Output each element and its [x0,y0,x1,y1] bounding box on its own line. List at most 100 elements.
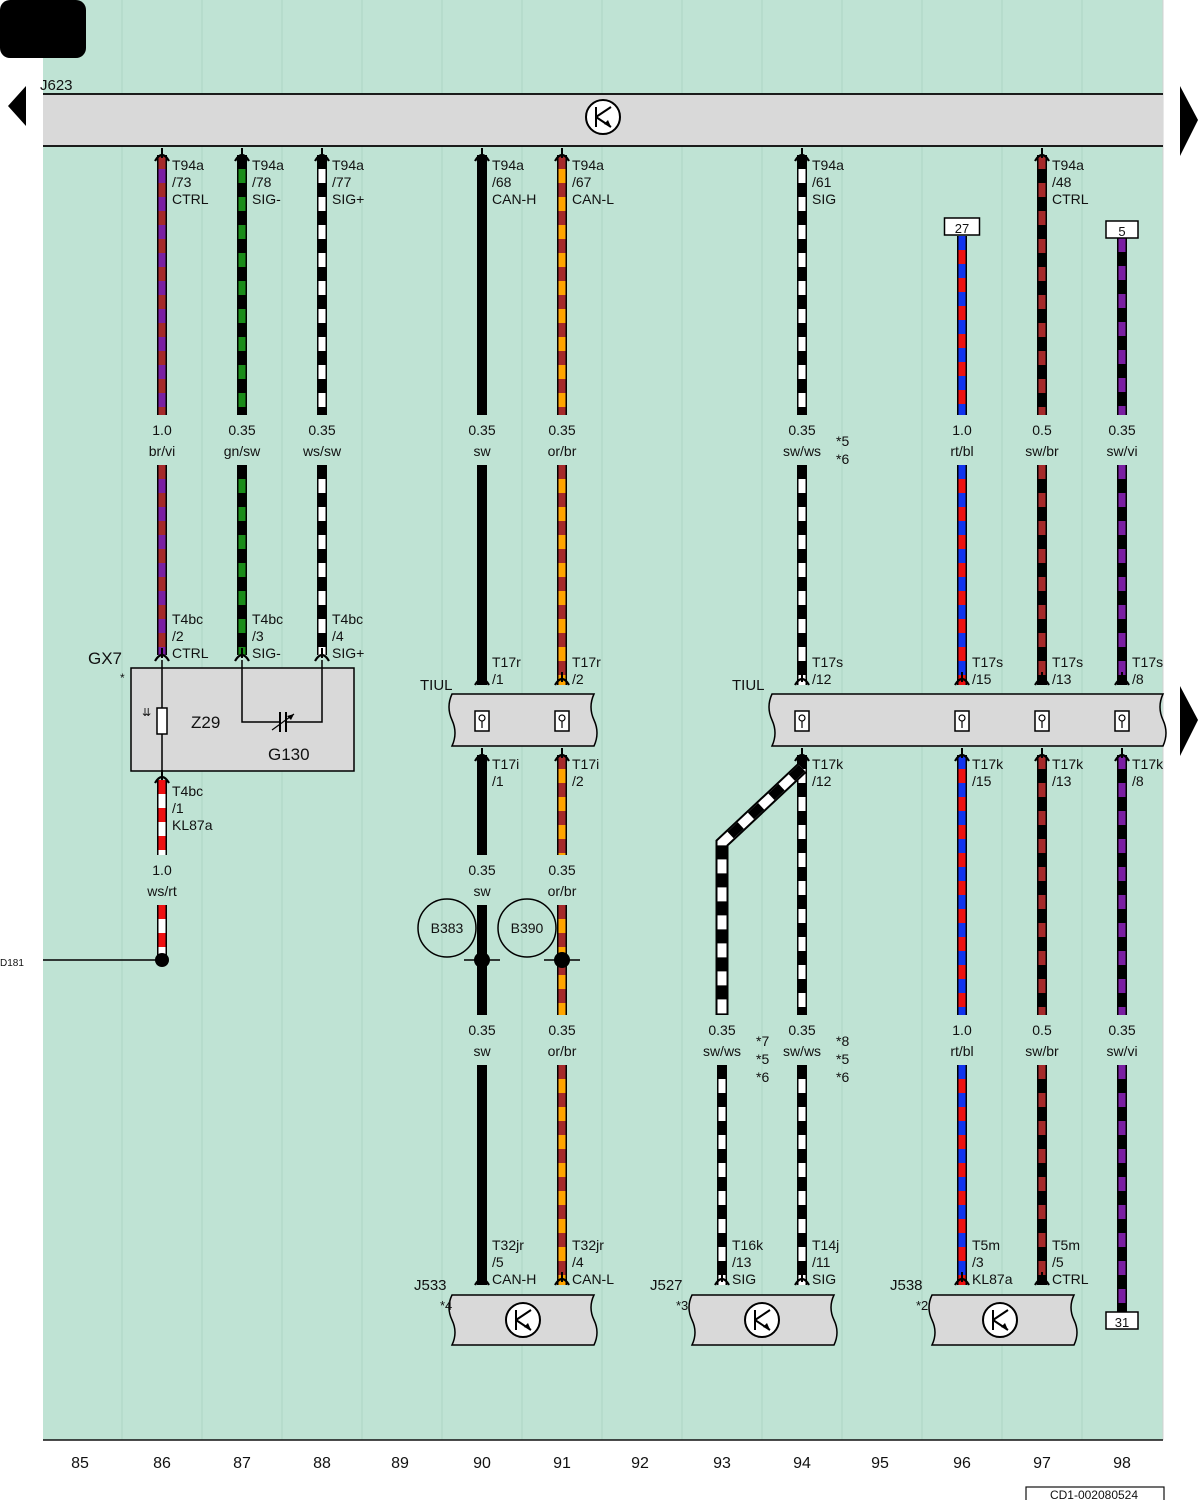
pin-label: T4bc [252,611,283,627]
column-number: 98 [1113,1455,1131,1472]
pin-label: T94a [492,157,524,173]
z29-resistor [156,707,168,735]
wire-size: 0.35 [548,422,575,438]
wire-size: 1.0 [152,422,172,438]
wire-color: sw/vi [1106,1043,1137,1059]
wire-size: 1.0 [152,862,172,878]
pin-label: T17s [1132,654,1163,670]
wire-color: rt/bl [950,443,973,459]
j623-ecu-symbol [585,99,621,135]
j538-ecu-symbol [982,1302,1018,1338]
pin-label: T17k [812,756,844,772]
j533-note: *4 [440,1298,452,1313]
pin-label: /2 [572,671,584,687]
terminal-27-box [943,217,981,236]
j527-label: J527 [650,1277,683,1294]
pin-label: /8 [1132,773,1144,789]
pin-label: /68 [492,174,512,190]
pin-label: T16k [732,1237,764,1253]
splice-junction [554,952,570,968]
wire-size: 0.35 [228,422,255,438]
pin-label: T94a [812,157,844,173]
pin-label: /4 [572,1254,584,1270]
wire-size: 0.35 [1108,422,1135,438]
pin-label: SIG [812,1271,836,1287]
pin-label: T4bc [172,611,203,627]
pin-label: /73 [172,174,192,190]
wire-color: sw [473,1043,491,1059]
pin-label: SIG- [252,645,281,661]
wire-size: 0.5 [1032,1022,1052,1038]
footnote: *6 [756,1069,769,1085]
j533-ecu-symbol-base [515,1309,532,1321]
pin-label: /3 [972,1254,984,1270]
pin-label: /78 [252,174,272,190]
terminal-27-label: 27 [955,221,969,236]
column-number: 93 [713,1455,731,1472]
pin-label: T94a [572,157,604,173]
column-number: 88 [313,1455,331,1472]
wire-color: sw/ws [783,443,821,459]
splice-circle [417,898,477,958]
pin-label: T14j [812,1237,839,1253]
wire-color: rt/bl [950,1043,973,1059]
pin-label: SIG- [252,191,281,207]
pin-label: /13 [1052,671,1072,687]
pin-label: /12 [812,773,832,789]
splice-b383-label: B383 [431,920,464,936]
pin-label: T94a [252,157,284,173]
pin-label: /15 [972,773,992,789]
pin-label: /2 [172,628,184,644]
pin-label: T17k [972,756,1004,772]
g130-lead-right [296,660,323,723]
pin-label: SIG [732,1271,756,1287]
pin-label: /15 [972,671,992,687]
pin-label: T94a [172,157,204,173]
wire-size: 0.35 [788,1022,815,1038]
j527-ecu-symbol-base [754,1309,771,1321]
pin-label: T17k [1132,756,1164,772]
pin-label: /5 [1052,1254,1064,1270]
j623-ecu-symbol-base [595,106,612,118]
j527-ecu-symbol-arrow [763,1323,770,1330]
pin-label: /48 [1052,174,1072,190]
wire-size: 1.0 [952,1022,972,1038]
pin-label: /12 [812,671,832,687]
pin-label: CAN-H [492,1271,536,1287]
pin-label: T17i [572,756,599,772]
pin-label: T17s [812,654,843,670]
pin-label: /4 [332,628,344,644]
footnote: *6 [836,451,849,467]
pin-label: KL87a [972,1271,1013,1287]
wire-size: 0.35 [788,422,815,438]
column-number: 89 [391,1455,409,1472]
wire-color: sw [473,443,491,459]
pin-label: /5 [492,1254,504,1270]
j527-note: *3 [676,1298,688,1313]
g130-adjust-arrow [287,714,294,720]
pin-label: CAN-H [492,191,536,207]
arrow-left-icon [8,86,26,126]
wire-color: or/br [548,443,577,459]
wire-color: or/br [548,1043,577,1059]
pin-label: T32jr [492,1237,524,1253]
drawing-code-box [1025,1486,1165,1500]
j538-ecu-symbol-arrow [1001,1323,1008,1330]
footnote: *5 [756,1051,769,1067]
corner-tab [0,0,86,58]
wire-size: 0.35 [308,422,335,438]
j533-ecu-symbol [505,1302,541,1338]
terminal-5-label: 5 [1118,224,1125,239]
pin-label: T5m [1052,1237,1080,1253]
column-number: 95 [871,1455,889,1472]
pin-label: T5m [972,1237,1000,1253]
column-number: 85 [71,1455,89,1472]
g130-label: G130 [268,745,310,764]
column-number: 90 [473,1455,491,1472]
column-number: 91 [553,1455,571,1472]
drawing-code: CD1-002080524 [1050,1488,1138,1500]
footnote: *8 [836,1033,849,1049]
column-number: 87 [233,1455,251,1472]
terminal-31-box [1105,1311,1139,1330]
pin-label: /77 [332,174,352,190]
